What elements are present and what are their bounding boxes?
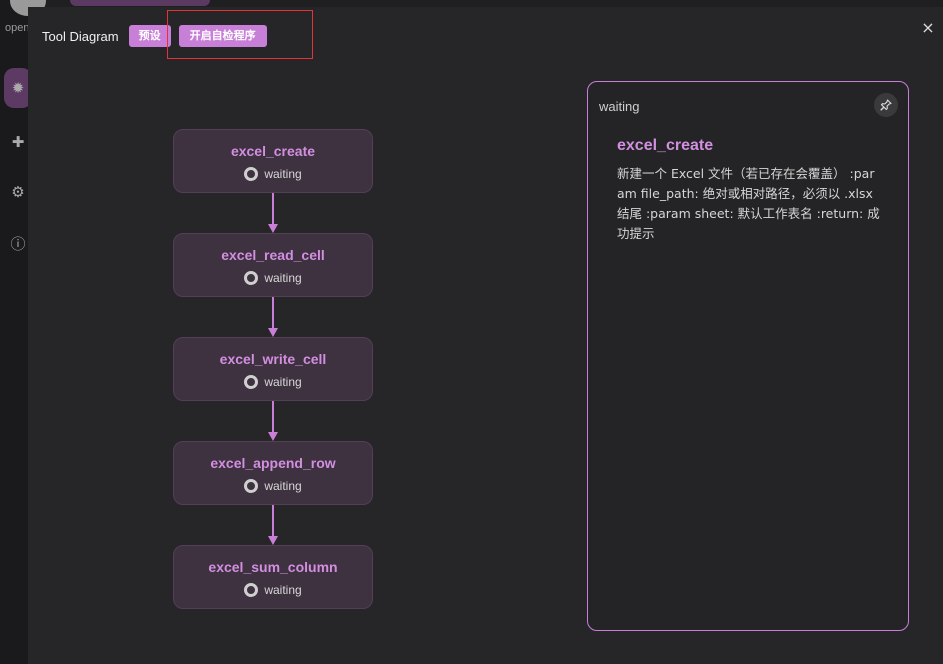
sidebar-item-info[interactable]: ⓘ — [4, 223, 32, 263]
pin-icon — [880, 99, 892, 111]
panel-description: 新建一个 Excel 文件（若已存在会覆盖） :param file_path:… — [617, 166, 880, 241]
node-status: waiting — [244, 167, 302, 181]
bug-icon: ✹ — [11, 79, 25, 97]
sidebar-item-tools[interactable]: ✹ — [4, 68, 32, 108]
close-icon: × — [921, 18, 935, 37]
node-status-label: waiting — [264, 479, 302, 493]
tool-detail-panel: waiting excel_create 新建一个 Excel 文件（若已存在会… — [587, 81, 909, 631]
node-status-label: waiting — [264, 583, 302, 597]
panel-title: excel_create — [617, 137, 714, 154]
node-status: waiting — [244, 271, 302, 285]
node-status: waiting — [244, 375, 302, 389]
info-icon: ⓘ — [10, 234, 26, 253]
diagram-node[interactable]: excel_write_cell waiting — [173, 337, 373, 401]
diagram-node[interactable]: excel_sum_column waiting — [173, 545, 373, 609]
self-check-button[interactable]: 开启自检程序 — [178, 25, 267, 47]
pin-button[interactable] — [874, 93, 898, 117]
status-ring-icon — [244, 375, 259, 389]
highlight-annotation-box — [167, 10, 313, 59]
puzzle-icon: ✚ — [11, 133, 25, 151]
diagram-node[interactable]: excel_append_row waiting — [173, 441, 373, 505]
node-title: excel_write_cell — [219, 351, 327, 367]
tool-flow-diagram: excel_create waiting excel_read_cell wai… — [173, 129, 373, 609]
node-status-label: waiting — [264, 375, 302, 389]
diagram-node[interactable]: excel_read_cell waiting — [173, 233, 373, 297]
panel-status: waiting — [599, 99, 640, 114]
node-title: excel_read_cell — [221, 247, 325, 263]
node-status-label: waiting — [264, 167, 302, 181]
node-title: excel_sum_column — [208, 559, 338, 575]
preset-button[interactable]: 预设 — [128, 25, 171, 47]
node-title: excel_append_row — [210, 455, 336, 471]
node-status-label: waiting — [264, 271, 302, 285]
gear-icon: ⚙ — [11, 183, 25, 201]
arrow-connector — [268, 505, 278, 545]
node-title: excel_create — [230, 143, 316, 159]
diagram-node[interactable]: excel_create waiting — [173, 129, 373, 193]
arrow-connector — [268, 401, 278, 441]
app-label: open — [5, 22, 30, 34]
arrow-connector — [268, 193, 278, 233]
close-button[interactable]: × — [919, 19, 937, 37]
status-ring-icon — [244, 167, 259, 181]
arrow-connector — [268, 297, 278, 337]
tool-diagram-modal: Tool Diagram 预设 开启自检程序 × excel_create wa… — [28, 7, 943, 664]
node-status: waiting — [244, 583, 302, 597]
status-ring-icon — [244, 583, 259, 597]
modal-title: Tool Diagram — [42, 28, 119, 44]
status-ring-icon — [244, 271, 259, 285]
sidebar-item-plugins[interactable]: ✚ — [4, 122, 32, 162]
node-status: waiting — [244, 479, 302, 493]
status-ring-icon — [244, 479, 259, 493]
background-tab-pill — [70, 0, 210, 6]
modal-header: Tool Diagram 预设 开启自检程序 — [42, 23, 267, 49]
sidebar-item-settings[interactable]: ⚙ — [4, 172, 32, 212]
